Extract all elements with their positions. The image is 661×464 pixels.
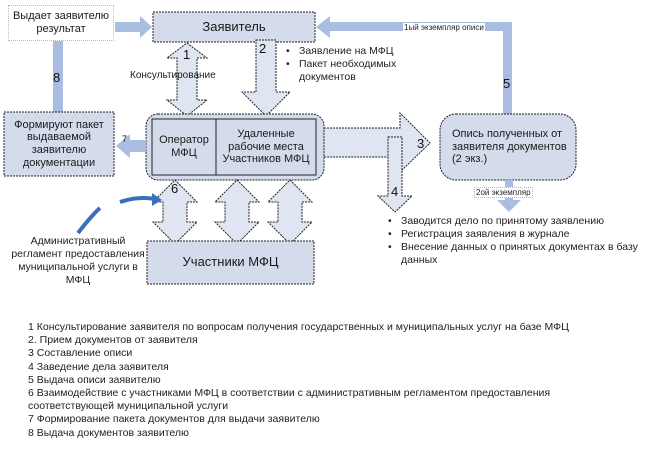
case-action-item: Заводится дело по принятому заявлению (388, 215, 661, 228)
case-actions-list: Заводится дело по принятому заявлению Ре… (387, 215, 661, 267)
step-number-1: 1 (183, 47, 191, 62)
applicant-label: Заявитель (202, 18, 266, 34)
arrow-6-c (266, 179, 314, 245)
step-number-7: 7 (122, 134, 128, 144)
admin-arrow-body (119, 196, 156, 204)
step-number-5: 5 (503, 76, 511, 91)
remote-places-box (215, 118, 317, 176)
legend-item-1: 1 Консультирование заявителя по вопросам… (28, 321, 569, 333)
arrow-3-inventory (323, 111, 431, 174)
case-action-item: Регистрация заявления в журнале (388, 228, 661, 241)
operator-box (151, 118, 217, 176)
inventory-box (439, 113, 577, 181)
legend-item-8: 8 Выдача документов заявителю (28, 426, 189, 439)
step-number-8: 8 (53, 70, 61, 85)
legend-item-3: 3 Составление описи (28, 347, 133, 360)
applicant-submits-list: Заявление на МФЦ Пакет необходимых докум… (285, 45, 449, 84)
form-package-label: Формируют пакет выдаваемой заявителю док… (14, 118, 104, 169)
steps-legend: 1 Консультирование заявителя по вопросам… (28, 321, 569, 440)
operator-label: Оператор МФЦ (159, 134, 209, 159)
inventory-label: Опись полученных от заявителя документов… (452, 128, 567, 166)
submits-item: Заявление на МФЦ (286, 45, 449, 58)
admin-regulation-label: Административный регламент предоставлени… (11, 235, 145, 286)
arrow-4-case (376, 136, 414, 213)
connector-8 (53, 40, 63, 112)
step-number-4: 4 (391, 184, 399, 199)
arrow-2-submission (240, 39, 292, 117)
admin-arrow-head (152, 193, 162, 206)
gives-result-label: Выдает заявителю результат (8, 5, 114, 41)
connector-5-vertical (503, 22, 512, 114)
arrow-6-b (213, 179, 261, 245)
second-copy-label: 2ой экземпляр (474, 187, 533, 198)
case-action-item: Внесение данных о принятых документах в … (388, 241, 661, 267)
form-package-box (3, 111, 115, 177)
remote-places-label: Удаленные рабочие места Участников МФЦ (222, 128, 310, 166)
admin-arrow-tail (76, 206, 102, 235)
consulting-label: Консультирование (130, 70, 216, 81)
step-number-6: 6 (171, 181, 179, 196)
arrow-result-to-applicant (115, 16, 152, 38)
participants-box (146, 240, 315, 285)
legend-item-5: 5 Выдача описи заявителю (28, 373, 161, 386)
legend-item-6-cont: соответствующей муниципальной услуги (28, 400, 229, 413)
first-copy-label: 1ый экземпляр описи (403, 23, 485, 32)
arrow-first-copy-head (316, 16, 330, 38)
applicant-box (152, 11, 316, 43)
participants-label: Участники МФЦ (182, 254, 279, 270)
step-number-2: 2 (259, 41, 267, 56)
step-number-3: 3 (417, 136, 425, 151)
legend-item-7: 7 Формирование пакета документов для выд… (28, 413, 320, 426)
arrow-second-copy-head (497, 200, 521, 212)
legend-item-2: 2. Прием документов от заявителя (28, 334, 198, 347)
submits-item: Пакет необходимых документов (286, 58, 449, 84)
arrow-7-form-package (116, 134, 146, 158)
legend-item-4: 4 Заведение дела заявителя (28, 360, 169, 373)
legend-item-6: 6 Взаимодействие с участниками МФЦ в соо… (28, 387, 551, 400)
